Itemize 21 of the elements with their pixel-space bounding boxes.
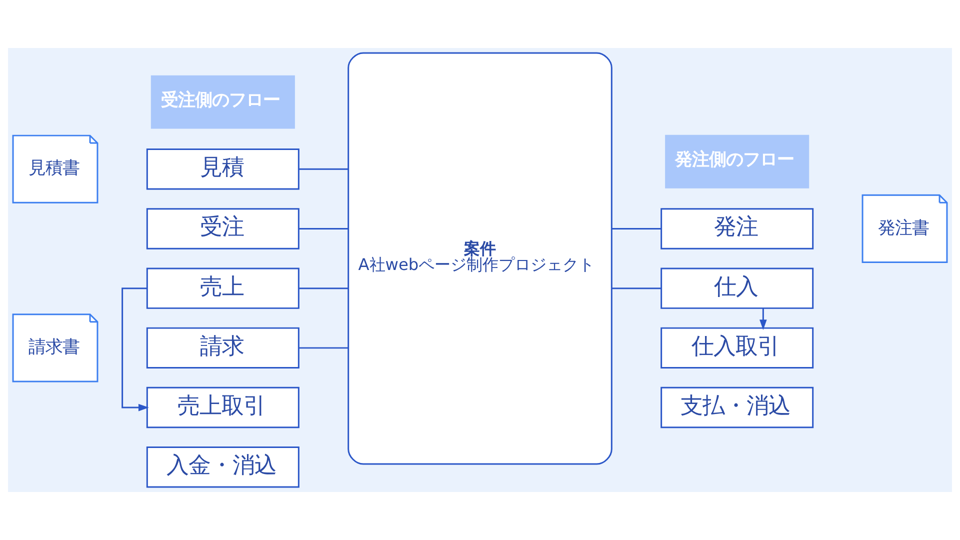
connector [612,288,662,290]
node-box: 売上 [146,268,300,309]
connector [299,347,348,349]
arrow [122,288,149,412]
node-box: 仕入取引 [660,327,814,369]
node-box: 発注側のフロー [665,134,810,188]
node-box: 請求 [146,327,300,369]
node-box: 発注 [660,208,814,250]
connector [299,288,348,290]
node-box: 仕入 [660,268,814,309]
node-box: 入金・消込 [146,446,300,488]
connector [612,228,662,230]
connector [299,228,348,230]
arrow [760,308,767,330]
node-box: 売上取引 [146,386,300,428]
node-box: 支払・消込 [660,386,814,428]
node-box: 見積 [146,148,300,190]
node-box: 受注 [146,208,300,250]
node-box: 受注側のフロー [150,75,295,129]
node-box: 案件 A社webページ制作プロジェクト [348,52,612,465]
connector [299,168,348,170]
